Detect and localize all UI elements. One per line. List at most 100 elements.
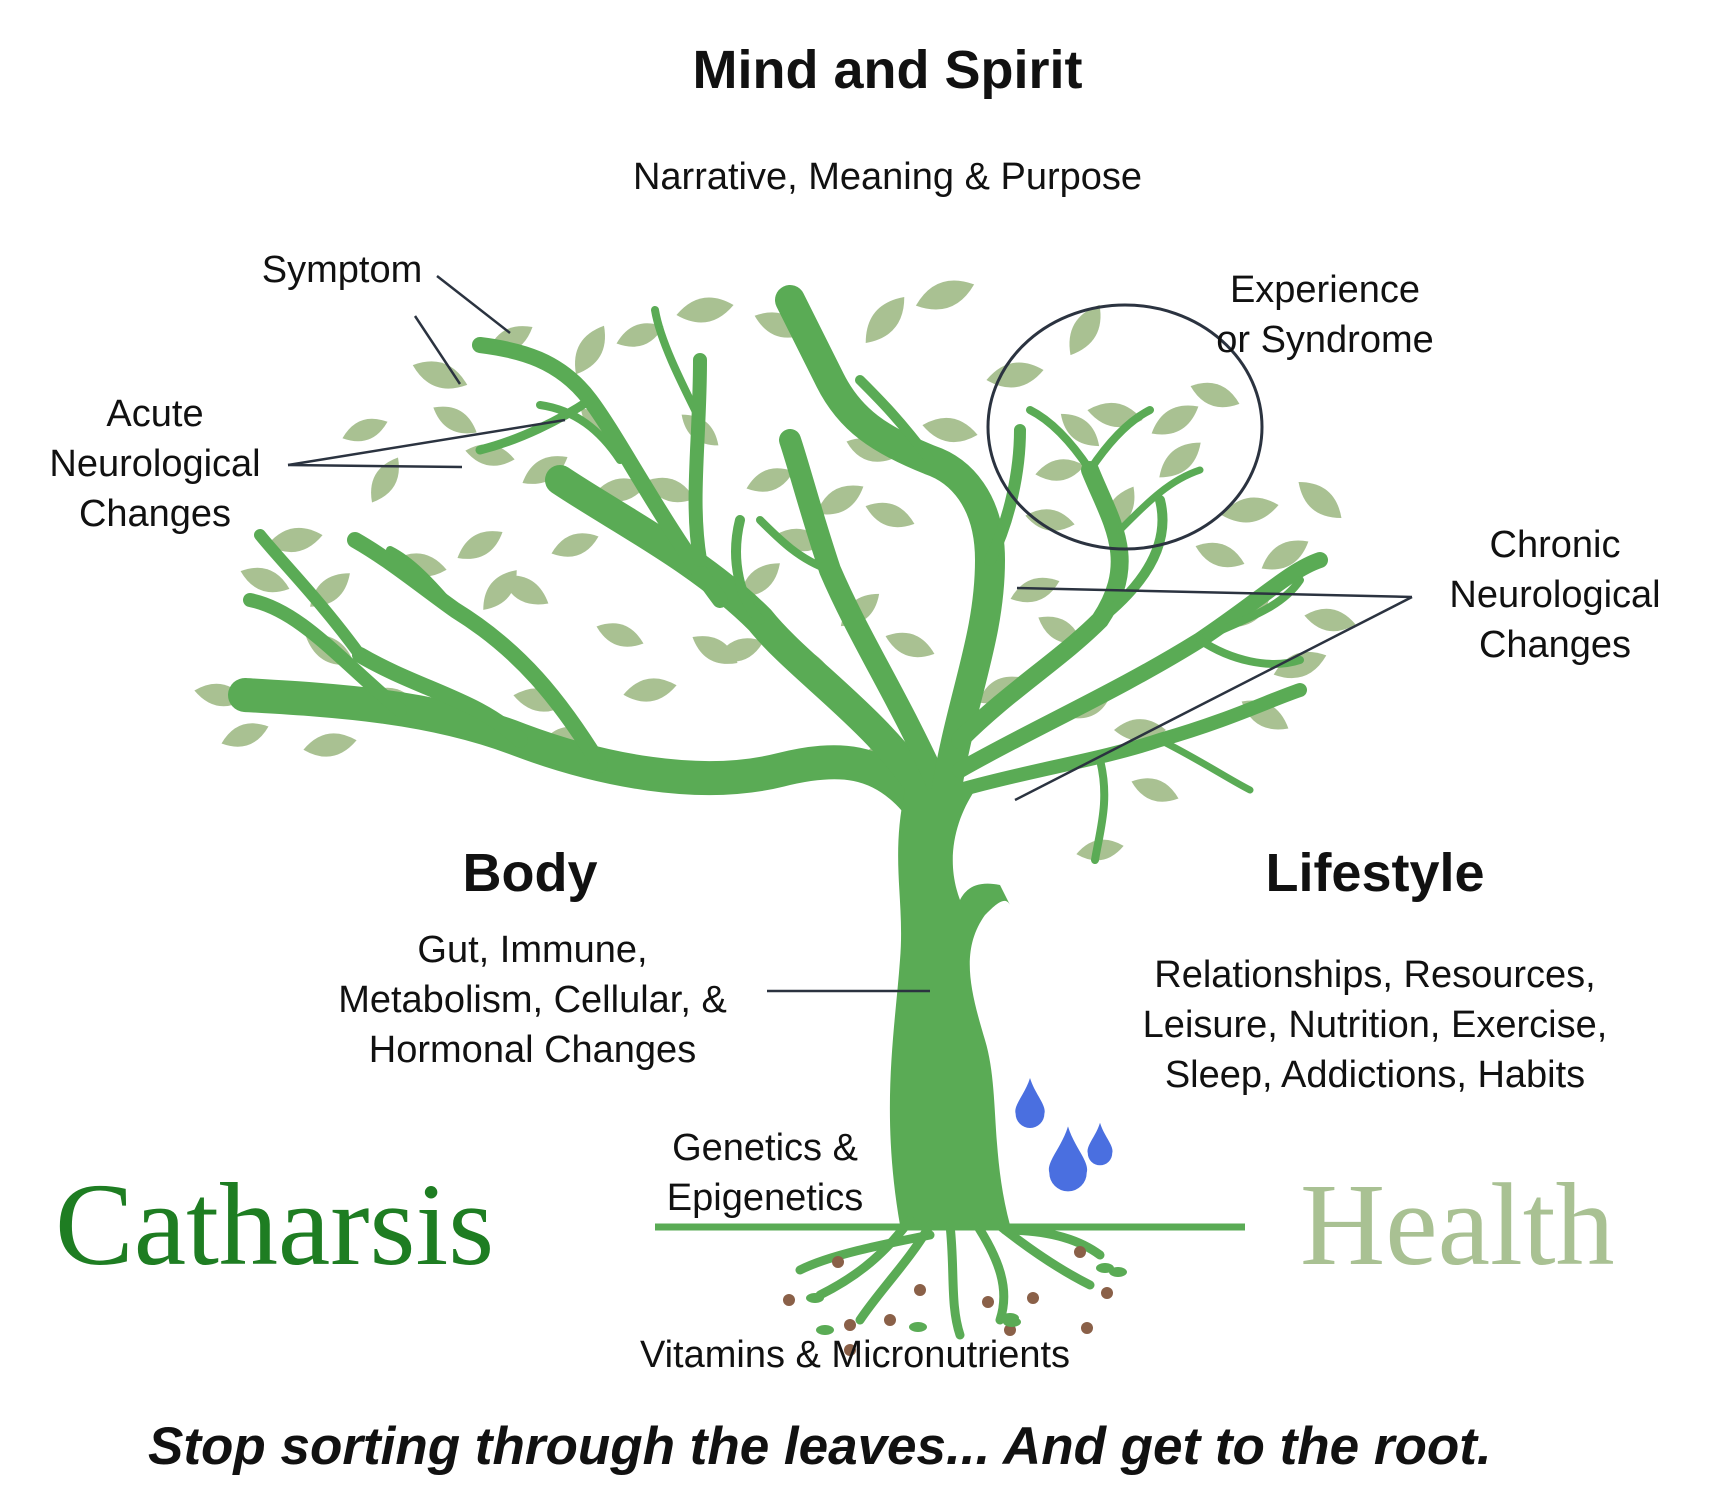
tree-leaf: [1060, 413, 1100, 447]
tree-branch: [228, 678, 932, 817]
tree-branch: [386, 546, 459, 614]
experience-line: or Syndrome: [1216, 319, 1434, 361]
tree-leaf: [1025, 509, 1075, 531]
tree-leaf: [645, 477, 695, 503]
tree-trunk: [889, 790, 1010, 1225]
soil-particle: [982, 1296, 994, 1308]
soil-particle: [1109, 1267, 1127, 1277]
syndrome-circle: [986, 303, 1264, 551]
tree-leaf: [240, 567, 290, 593]
soil-particle: [806, 1293, 824, 1303]
tree-leaf: [1195, 542, 1245, 568]
tree-leaf: [885, 632, 935, 658]
tree-leaf: [551, 533, 599, 557]
acute-line: Changes: [78, 493, 232, 535]
tree-leaf: [412, 361, 468, 389]
soil-particle: [1074, 1246, 1086, 1258]
lifestyle-description: Relationships, Resources, Leisure, Nutri…: [1100, 950, 1650, 1100]
tree-branch: [779, 429, 951, 801]
tree-branch: [651, 306, 704, 424]
chronic-line: Changes: [1478, 624, 1632, 666]
tree-branch: [1196, 576, 1304, 644]
tree-branch: [775, 285, 1006, 815]
chronic-line: Chronic: [1489, 524, 1621, 566]
soil-particle: [844, 1319, 856, 1331]
genetics-label: Genetics & Epigenetics: [640, 1123, 890, 1223]
tree-branch: [254, 529, 366, 661]
tree-leaf: [483, 570, 517, 610]
tree-leaf: [740, 563, 780, 597]
tree-branch: [347, 532, 608, 773]
tree-leaf: [1273, 651, 1327, 679]
soil-particles: [783, 1246, 1127, 1356]
tree-leaf: [575, 325, 605, 375]
water-drop: [1048, 1126, 1088, 1192]
acute-line: Neurological: [49, 443, 261, 485]
tree-leaf: [1069, 304, 1101, 356]
tree-branch: [688, 353, 707, 567]
tree-leaf: [915, 280, 975, 310]
chronic-pointer: [1016, 586, 1413, 599]
pointer-lines: [287, 275, 1413, 993]
tree-branch: [1086, 406, 1154, 474]
body-description: Gut, Immune, Metabolism, Cellular, & Hor…: [300, 925, 765, 1075]
tree-root: [815, 1215, 915, 1300]
tree-root: [945, 1220, 965, 1340]
lifestyle-line: Sleep, Addictions, Habits: [1164, 1054, 1586, 1096]
tree-branch: [352, 647, 528, 748]
tree-leaf: [922, 418, 978, 442]
genetics-line: Genetics &: [672, 1127, 858, 1169]
branch-group: [228, 285, 1328, 864]
acute-label: Acute Neurological Changes: [20, 389, 290, 539]
experience-line: Experience: [1229, 269, 1421, 311]
tree-branch: [1026, 406, 1094, 474]
tree-leaf: [267, 528, 323, 552]
tree-leaf: [846, 438, 894, 462]
tree-branch: [243, 593, 407, 717]
symptom-label: Symptom: [261, 249, 423, 291]
soil-particle: [1001, 1313, 1019, 1323]
root-system: [795, 1215, 1105, 1340]
tree-leaf: [1190, 382, 1240, 408]
body-line: Gut, Immune,: [417, 929, 648, 971]
tree-leaf: [1298, 482, 1342, 518]
lifestyle-line: Leisure, Nutrition, Exercise,: [1142, 1004, 1608, 1046]
body-title: Body: [462, 843, 598, 903]
tree-leaf: [816, 485, 864, 515]
soil-particle: [914, 1284, 926, 1296]
tree-leaf: [596, 623, 644, 647]
tree-leaf: [1221, 497, 1279, 523]
tree-leaf: [371, 457, 399, 503]
acute-line: Acute: [106, 393, 204, 435]
tree-leaf: [1261, 540, 1309, 570]
tree-branch: [536, 401, 624, 464]
tree-leaf: [1159, 442, 1201, 478]
tree-leaf: [616, 323, 664, 347]
tree-leaf: [986, 362, 1044, 388]
tree-branch: [472, 337, 728, 608]
chronic-line: Neurological: [1449, 574, 1661, 616]
tree-leaf: [303, 733, 357, 757]
vitamins-label: Vitamins & Micronutrients: [639, 1334, 1071, 1376]
lifestyle-line: Relationships, Resources,: [1154, 954, 1596, 996]
brand-catharsis: Catharsis: [55, 1159, 495, 1290]
tree-branch: [731, 515, 765, 625]
tree-root: [970, 1217, 1009, 1325]
soil-particle: [1004, 1324, 1016, 1336]
tree-leaf: [716, 638, 764, 662]
tree-leaf: [1035, 459, 1085, 481]
tree-branch: [1095, 495, 1168, 625]
brand-health: Health: [1300, 1159, 1615, 1290]
soil-particle: [816, 1325, 834, 1335]
mind-spirit-title: Mind and Spirit: [692, 40, 1083, 100]
tree-leaf: [1304, 608, 1356, 632]
tree-leaf: [221, 723, 269, 747]
tree-leaf: [342, 418, 388, 442]
tree-leaf: [676, 297, 734, 323]
soil-particle: [884, 1314, 896, 1326]
tree-leaf: [865, 502, 915, 528]
tree-leaf: [1010, 577, 1060, 603]
tree-leaf: [623, 678, 677, 702]
